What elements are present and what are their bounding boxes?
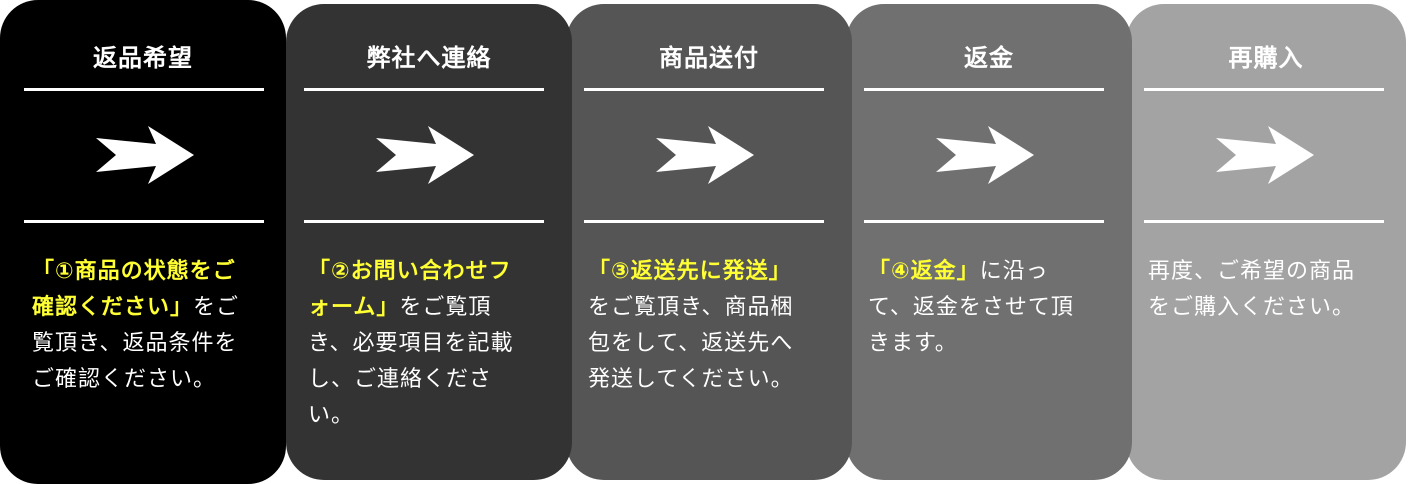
- step-highlight: 「①商品の状態をご確認ください」: [32, 259, 236, 320]
- step-contact: 弊社へ連絡 「②お問い合わせフォーム」をご覧頂き、必要項目を記載し、ご連絡くださ…: [286, 4, 572, 480]
- step-text: をご覧頂き、返品条件をご確認ください。: [32, 295, 240, 392]
- divider: [304, 220, 544, 223]
- divider: [864, 220, 1104, 223]
- step-title: 再購入: [1228, 44, 1304, 72]
- step-description: 「①商品の状態をご確認ください」をご覧頂き、返品条件をご確認ください。: [32, 254, 254, 398]
- divider: [584, 220, 824, 223]
- step-repurchase: 再購入 再度、ご希望の商品をご購入ください。: [1126, 4, 1406, 480]
- step-text: 再度、ご希望の商品をご購入ください。: [1148, 259, 1356, 320]
- right-arrow-icon: [656, 126, 754, 184]
- step-text: をご覧頂き、必要項目を記載し、ご連絡ください。: [308, 295, 514, 428]
- step-refund: 返金 「④返金」に沿って、返金をさせて頂きます。: [846, 4, 1132, 480]
- right-arrow-icon: [376, 126, 474, 184]
- step-description: 再度、ご希望の商品をご購入ください。: [1148, 254, 1370, 326]
- divider: [1144, 220, 1384, 223]
- divider: [24, 88, 264, 91]
- step-ship-item: 商品送付 「③返送先に発送」をご覧頂き、商品梱包をして、返送先へ発送してください…: [566, 4, 852, 480]
- step-highlight: 「④返金」: [868, 259, 980, 284]
- step-return-request: 返品希望 「①商品の状態をご確認ください」をご覧頂き、返品条件をご確認ください。: [0, 0, 286, 484]
- step-text: に沿って、返金をさせて頂きます。: [868, 259, 1074, 356]
- step-description: 「②お問い合わせフォーム」をご覧頂き、必要項目を記載し、ご連絡ください。: [308, 254, 530, 434]
- right-arrow-icon: [96, 126, 194, 184]
- divider: [24, 220, 264, 223]
- right-arrow-icon: [1216, 126, 1314, 184]
- divider: [584, 88, 824, 91]
- divider: [864, 88, 1104, 91]
- step-title: 返品希望: [93, 44, 193, 72]
- step-title: 商品送付: [659, 44, 759, 72]
- step-description: 「④返金」に沿って、返金をさせて頂きます。: [868, 254, 1090, 362]
- step-highlight: 「②お問い合わせフォーム」: [308, 259, 512, 320]
- step-title: 弊社へ連絡: [366, 44, 492, 72]
- step-text: をご覧頂き、商品梱包をして、返送先へ発送してください。: [588, 295, 794, 392]
- right-arrow-icon: [936, 126, 1034, 184]
- step-description: 「③返送先に発送」をご覧頂き、商品梱包をして、返送先へ発送してください。: [588, 254, 810, 398]
- divider: [304, 88, 544, 91]
- step-title: 返金: [964, 44, 1014, 72]
- divider: [1144, 88, 1384, 91]
- step-highlight: 「③返送先に発送」: [588, 259, 792, 284]
